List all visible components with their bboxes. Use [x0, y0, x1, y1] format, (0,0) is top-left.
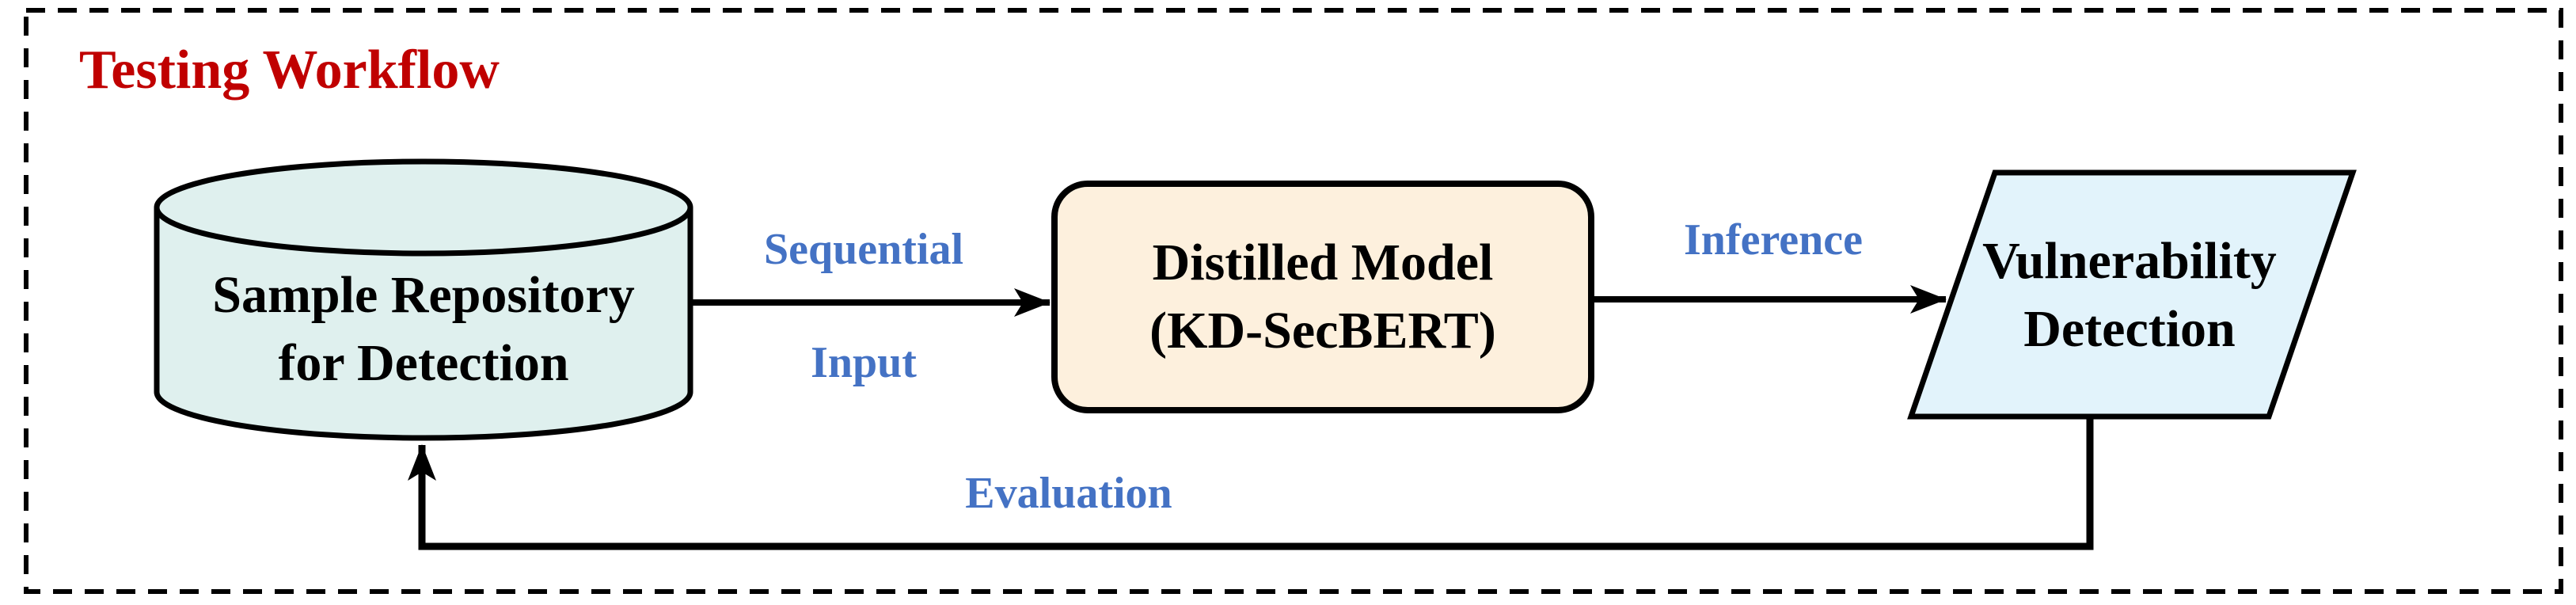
- repository-cylinder-body: [154, 158, 693, 441]
- model-label-line2: (KD-SecBERT): [1149, 302, 1496, 360]
- model-label: Distilled Model (KD-SecBERT): [1054, 184, 1591, 410]
- detection-label-line2: Detection: [2023, 300, 2236, 358]
- sequential-input-label: Sequential Input: [733, 165, 994, 448]
- model-label-line1: Distilled Model: [1152, 234, 1494, 292]
- detection-parallelogram: [1907, 169, 2357, 420]
- repository-label-line1: Sample Repository: [212, 266, 635, 325]
- inference-label: Inference: [1684, 215, 1863, 264]
- evaluation-label: Evaluation: [965, 469, 1172, 518]
- evaluation-arrow: [408, 417, 2094, 550]
- sequential-input-label-line1: Sequential: [763, 224, 964, 274]
- sequential-input-label-line2: Input: [811, 338, 917, 388]
- repository-label: Sample Repository for Detection: [157, 226, 690, 433]
- dashed-border: [24, 8, 2563, 594]
- detection-label: Vulnerability Detection: [1916, 174, 2343, 417]
- repository-cylinder-rim: [154, 207, 693, 257]
- repository-label-line2: for Detection: [278, 334, 569, 392]
- repository-cylinder: [154, 158, 693, 441]
- diagram-title: Testing Workflow: [79, 40, 500, 101]
- detection-label-line1: Vulnerability: [1982, 232, 2277, 291]
